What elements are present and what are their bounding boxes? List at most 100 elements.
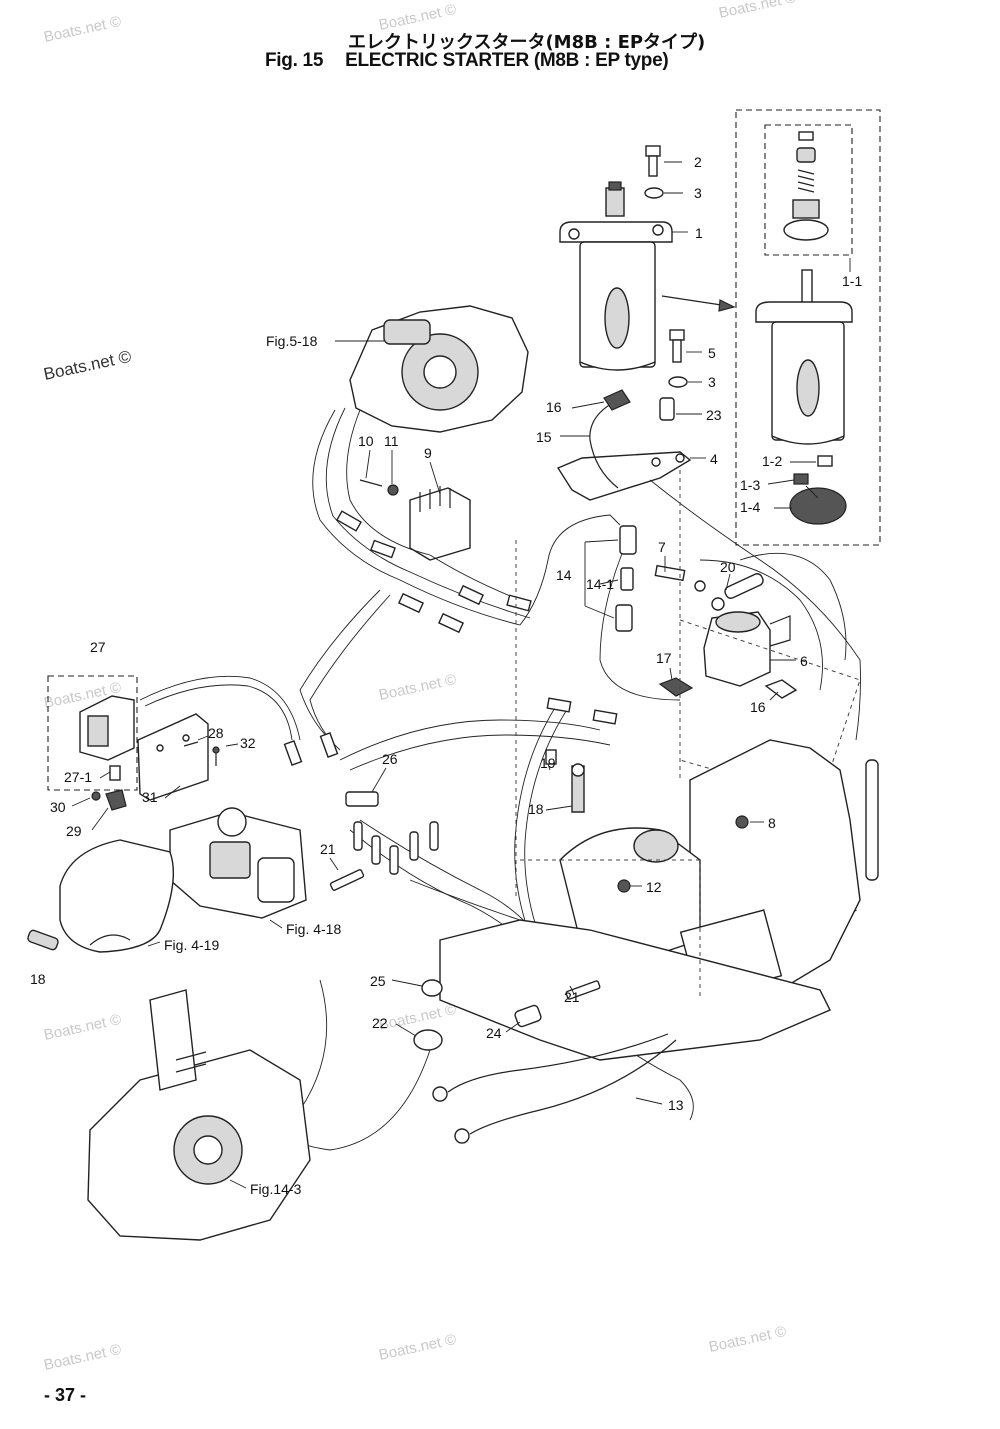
connector xyxy=(283,740,303,766)
part-label: 1 xyxy=(695,225,703,241)
part-label: 32 xyxy=(240,735,256,751)
carburetor xyxy=(169,807,307,919)
connector xyxy=(319,732,339,758)
clip-eye xyxy=(571,763,585,777)
clip-30 xyxy=(91,791,101,801)
bracket-hole xyxy=(675,453,685,463)
leader-line xyxy=(767,479,795,485)
watermark: Boats.net © xyxy=(707,1323,787,1356)
figure-number: Fig. 15 xyxy=(265,50,324,71)
remote-lever-grip xyxy=(175,1051,207,1073)
harness-lead xyxy=(429,821,439,851)
part-label: 18 xyxy=(30,971,46,987)
part-label: 18 xyxy=(528,801,544,817)
leader-line xyxy=(164,785,181,799)
part-label: 4 xyxy=(710,451,718,467)
harness-lead xyxy=(409,831,419,861)
engine-block xyxy=(439,470,861,1061)
leader-line xyxy=(805,485,819,499)
part-label: 19 xyxy=(540,755,556,771)
part-label: 15 xyxy=(536,429,552,445)
bolt-shank xyxy=(672,339,682,363)
title-japanese: エレクトリックスタータ(M8B : EPタイプ) xyxy=(348,32,706,53)
rectifier-9 xyxy=(409,486,471,561)
part-label: 13 xyxy=(668,1097,684,1113)
solenoid-coil xyxy=(87,715,109,747)
figure-ref: Fig. 4-19 xyxy=(164,937,219,953)
rectifier-fins xyxy=(419,486,451,512)
watermark: Boats.net © xyxy=(717,0,797,22)
bolt-19 xyxy=(545,749,557,765)
bolt-7 xyxy=(654,564,686,582)
connector xyxy=(370,539,396,559)
part-label: 27-1 xyxy=(64,769,92,785)
pinion-stop xyxy=(796,147,816,163)
bracket-hole xyxy=(156,744,164,752)
block-outline xyxy=(520,859,701,1000)
nut-12 xyxy=(617,879,631,893)
pinion-gear xyxy=(792,199,820,219)
harness-lead xyxy=(353,821,363,851)
leader-line xyxy=(769,691,779,701)
part-label: 26 xyxy=(382,751,398,767)
starter-pinion xyxy=(605,187,625,217)
bolt-8 xyxy=(735,815,749,829)
bolt-head xyxy=(645,145,661,157)
solenoid-detail-box xyxy=(47,675,138,791)
part-label: 1-2 xyxy=(762,453,782,469)
part-label: 14 xyxy=(556,567,572,583)
leader-line xyxy=(269,919,283,929)
battery-cable xyxy=(469,1039,677,1135)
leader-line xyxy=(505,1021,521,1033)
wire xyxy=(299,589,381,741)
pinion-drive xyxy=(783,219,829,241)
detail-boxes xyxy=(47,109,881,791)
connector xyxy=(397,592,425,614)
connector xyxy=(546,697,572,713)
watermark: Boats.net © xyxy=(377,1331,457,1364)
starter-body-window xyxy=(604,287,630,349)
block-boss xyxy=(633,829,679,863)
leader-line xyxy=(391,979,423,987)
part-label: 28 xyxy=(208,725,224,741)
ignition-unit xyxy=(349,305,529,433)
clip-18 xyxy=(27,929,59,951)
part-label: 24 xyxy=(486,1025,502,1041)
relay-top xyxy=(715,611,761,633)
connector xyxy=(457,584,485,606)
part-label: 3 xyxy=(694,185,702,201)
wire xyxy=(139,675,301,741)
leader-line xyxy=(599,579,619,585)
screw-21 xyxy=(329,869,365,891)
flange-hole xyxy=(568,228,580,240)
flange-hole xyxy=(652,224,664,236)
leader-line xyxy=(365,449,371,479)
part-label: 11 xyxy=(384,433,399,449)
cap-20 xyxy=(724,573,764,599)
harness-junction xyxy=(345,791,379,807)
part-label: 6 xyxy=(800,653,808,669)
screw-10 xyxy=(359,479,383,487)
pinion-spring xyxy=(797,169,815,193)
washer xyxy=(711,597,725,611)
part-number-labels: 2 3 1 1-1 5 3 23 4 16 15 1-2 1-3 1-4 10 … xyxy=(30,154,862,1113)
leader-line xyxy=(225,743,239,747)
leader-line xyxy=(571,401,605,409)
washer-3 xyxy=(668,376,688,388)
detail-window xyxy=(796,359,820,417)
remote-control-box xyxy=(87,989,311,1241)
wire xyxy=(739,552,847,661)
harness-lead xyxy=(371,835,381,865)
brush-1-2 xyxy=(817,455,833,467)
leader-line xyxy=(547,763,551,771)
magneto-center xyxy=(423,355,457,389)
starter-detail xyxy=(755,131,853,525)
part-label: 30 xyxy=(50,799,66,815)
screw-28 xyxy=(183,741,199,747)
harness-block-26 xyxy=(345,791,439,875)
bolt-head xyxy=(669,329,685,341)
cable-eyelet xyxy=(432,1086,448,1102)
part-label: 3 xyxy=(708,374,716,390)
part-label: 8 xyxy=(768,815,776,831)
